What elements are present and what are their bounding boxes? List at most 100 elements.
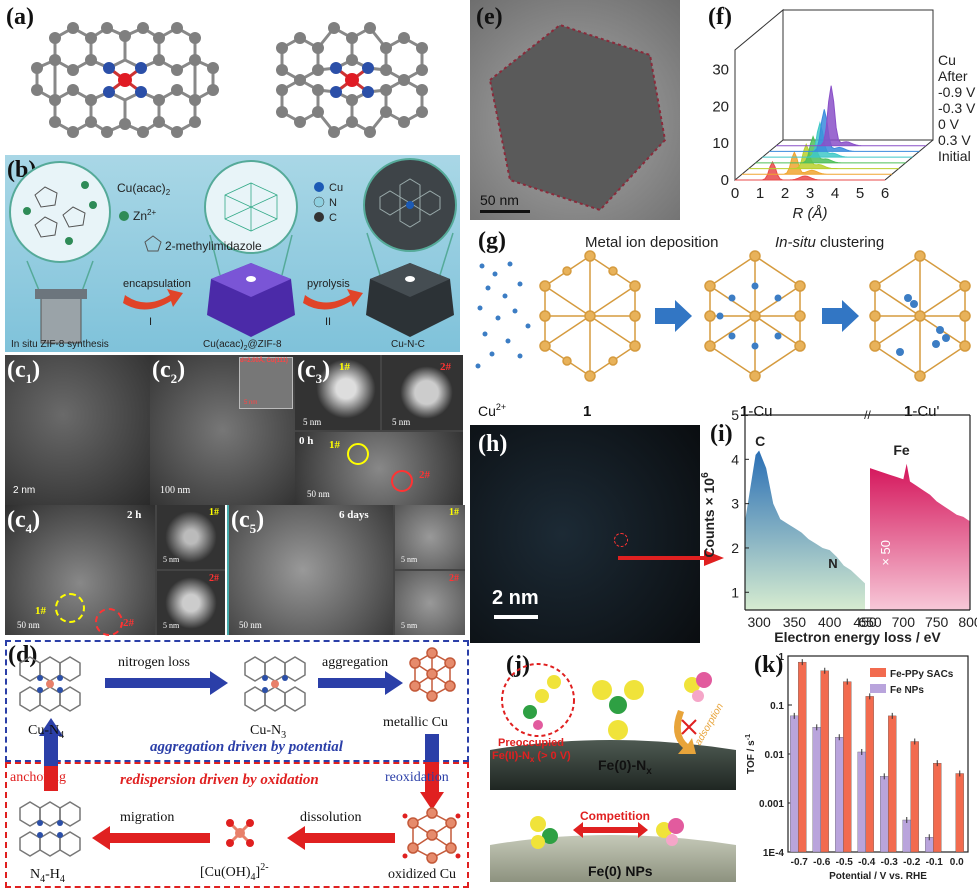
anchoring-arrow	[44, 766, 58, 791]
structure-1cup-label: 1-Cu'	[904, 403, 940, 420]
panel-c5: (c5) 6 days 50 nm 1# 2# 5 nm 5 nm	[227, 505, 465, 635]
arrow-2	[822, 300, 859, 332]
panel-d: (d)	[0, 638, 470, 889]
k-bar-sacs	[843, 681, 852, 853]
e-scale-bar	[480, 210, 530, 213]
i-left-spectrum	[745, 450, 865, 610]
f-x-tick: 5	[856, 185, 864, 202]
i-x-tick: 650	[858, 614, 882, 630]
dissolution-arrow	[287, 826, 395, 850]
panel-h-label: (h)	[478, 431, 508, 457]
f-y-tick: 30	[712, 62, 729, 79]
i-peak-fe: Fe	[893, 442, 910, 458]
c3-scale-1: 5 nm	[303, 417, 322, 427]
single-atom-structure-right	[276, 22, 428, 138]
c3-tag-2: 2#	[440, 361, 451, 373]
step-ii-label: II	[325, 316, 331, 328]
i-right-spectrum	[870, 463, 970, 610]
autoclave-icon	[40, 294, 82, 344]
f-back-wall	[782, 9, 934, 141]
panel-c5-label: (c5)	[231, 507, 265, 536]
structure-1-label: 1	[583, 403, 591, 420]
f-legend-item: 0 V	[938, 116, 960, 132]
preoccupied-zoom	[501, 663, 575, 737]
panel-c2: (c2) d=2.00Å, Cu(111) 5 nm 100 nm	[150, 355, 295, 505]
panel-i-label: (i)	[710, 421, 733, 447]
f-x-tick: 1	[756, 185, 764, 202]
c3-tile-3	[295, 432, 463, 505]
f-side-wall	[734, 8, 784, 182]
eels-chart: //12345300350400450650700750800Counts × …	[700, 407, 977, 645]
i-x-tick: 400	[818, 614, 842, 630]
k-bar-nps	[880, 776, 889, 853]
reoxidation-label: reoxidation	[385, 770, 449, 785]
c5-inset-scale-1: 5 nm	[401, 555, 418, 564]
f-series-0v	[748, 142, 899, 170]
aggregation-potential-title: aggregation driven by potential	[150, 739, 344, 755]
mim-label: 2-methylimidazole	[165, 239, 262, 253]
i-x-tick: 350	[783, 614, 807, 630]
legend-n-dot	[313, 196, 325, 208]
h-to-i-arrow-icon	[618, 550, 724, 566]
panel-d-label: (d)	[8, 642, 38, 668]
k-y-tick: 1E-4	[763, 848, 785, 859]
i-y-label: Counts × 106	[700, 472, 717, 558]
cluster-scheme: Cu2+ 1 1-Cu 1-Cu'	[475, 250, 971, 420]
aggregation-label: aggregation	[322, 655, 388, 670]
k-legend-sacs: Fe-PPy SACs	[890, 669, 954, 680]
oxidized-cu-label: oxidized Cu	[388, 867, 456, 882]
arrow-1	[655, 300, 692, 332]
k-y-label: TOF / s-1	[745, 734, 757, 774]
k-bar-sacs	[910, 741, 919, 853]
reoxidation-arrow	[425, 734, 439, 762]
k-y-tick: 0.01	[765, 750, 785, 761]
f-y-tick: 20	[712, 98, 729, 115]
panel-a: (a)	[0, 0, 460, 155]
panel-c4-label: (c4)	[7, 507, 41, 536]
f-x-tick: 2	[781, 185, 789, 202]
f-floor-edge	[884, 139, 934, 181]
k-x-tick: -0.1	[926, 857, 944, 868]
h-scale-text: 2 nm	[492, 587, 539, 609]
c5-time: 6 days	[339, 509, 369, 521]
e-scale-text: 50 nm	[480, 192, 519, 208]
panel-c3: (c3) 1# 2# 5 nm 5 nm 0 h 1# 2# 50 nm	[295, 355, 463, 505]
k-bar-sacs	[865, 696, 874, 853]
c4-inset-tag-2: 2#	[209, 573, 219, 584]
c4-marker-1: 1#	[35, 605, 46, 617]
n4-h4-structure	[19, 801, 81, 857]
i-peak-c: C	[755, 433, 765, 449]
cu-oh4-complex	[226, 819, 254, 847]
panel-j-label: (j)	[506, 652, 530, 678]
anchoring-label: anchoring	[10, 770, 66, 785]
c3-circle-2	[391, 470, 413, 492]
c2-inset-text: d=2.00Å, Cu(111)	[240, 358, 288, 364]
k-y-tick: 0.1	[770, 701, 784, 712]
c2-scale-text: 100 nm	[160, 485, 191, 496]
k-x-tick: -0.2	[903, 857, 921, 868]
c3-tile-2	[382, 355, 463, 430]
zn-ion-icon	[119, 211, 129, 221]
cluster-3	[869, 250, 971, 382]
c5-inset-1	[395, 505, 465, 569]
encapsulation-label: encapsulation	[123, 278, 191, 290]
c4-circle-1	[55, 593, 85, 623]
k-legend-swatch-sacs	[870, 668, 886, 677]
k-y-tick: 1	[778, 652, 784, 663]
i-x-label: Electron energy loss / eV	[774, 629, 941, 645]
i-y-tick: 1	[731, 584, 739, 600]
i-scale-factor: × 50	[878, 540, 893, 566]
panel-h: (h) 2 nm	[470, 425, 700, 643]
adsorbate-small	[523, 675, 561, 730]
panel-b: (b)	[5, 155, 460, 352]
k-bar-nps	[835, 737, 844, 853]
c3-time: 0 h	[299, 435, 314, 447]
c4-inset-scale-1: 5 nm	[163, 555, 180, 564]
encapsulation-arrow-icon	[123, 289, 183, 310]
f-y-tick: 10	[712, 135, 729, 152]
c5-inset-tag-1: 1#	[449, 507, 459, 518]
c3-tag-1: 1#	[339, 361, 350, 373]
f-legend-item: 0.3 V	[938, 132, 971, 148]
i-axis-break-mark: //	[864, 408, 871, 422]
k-x-tick: -0.7	[791, 857, 809, 868]
